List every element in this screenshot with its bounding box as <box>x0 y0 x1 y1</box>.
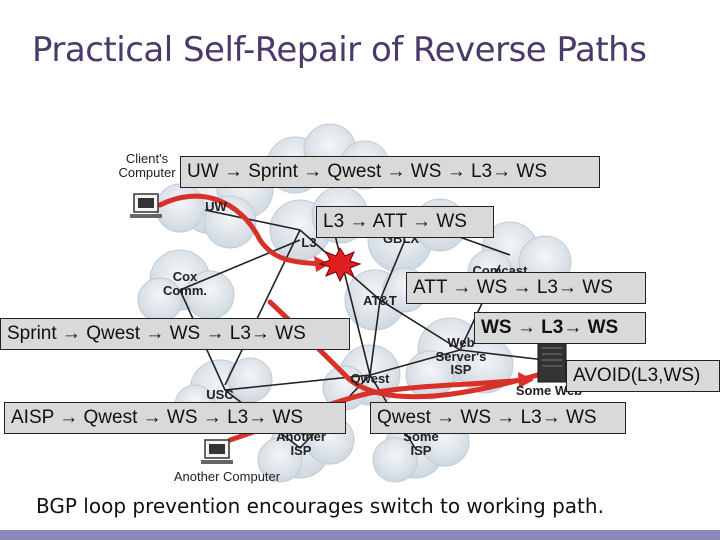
uw-label: UW <box>205 199 227 214</box>
att-label: AT&T <box>363 293 397 308</box>
some-web-label: Some Web <box>515 383 583 398</box>
cox-label: Cox Comm. <box>162 269 208 298</box>
slide-title: Practical Self-Repair of Reverse Paths <box>32 30 647 70</box>
path-box-att: ATT → WS → L3→ WS <box>406 272 646 304</box>
path-box-aisp: AISP → Qwest → WS → L3→ WS <box>4 402 346 434</box>
computer-icon <box>201 439 233 464</box>
avoid-box: AVOID(L3,WS) <box>566 360 720 392</box>
another-isp-label: Another ISP <box>276 429 326 458</box>
failure-burst-icon <box>318 246 362 283</box>
some-isp-label: Some ISP <box>403 429 439 458</box>
path-box-uw: UW → Sprint → Qwest → WS → L3→ WS <box>180 156 600 188</box>
footer-bar <box>0 530 720 540</box>
slide-caption: BGP loop prevention encourages switch to… <box>36 494 604 518</box>
server-icon <box>537 339 567 383</box>
link-lines <box>179 209 546 449</box>
qwest-label: Qwest <box>350 371 390 386</box>
web-isp-label: Web Server's ISP <box>435 335 487 378</box>
l3-cloud <box>266 123 467 273</box>
l3-label: L3 <box>301 235 317 250</box>
path-box-qwest: Qwest → WS → L3→ WS <box>370 402 626 434</box>
path-box-ws: WS → L3→ WS <box>474 312 646 344</box>
usc-label: USC <box>206 387 234 402</box>
path-box-l3: L3 → ATT → WS <box>316 206 494 238</box>
cox-cloud <box>137 249 235 323</box>
client-computer-label: Client's Computer <box>118 151 176 180</box>
path-box-sprint: Sprint → Qwest → WS → L3→ WS <box>0 318 350 350</box>
computer-icon <box>130 193 162 218</box>
another-computer-label: Another Computer <box>173 469 281 484</box>
